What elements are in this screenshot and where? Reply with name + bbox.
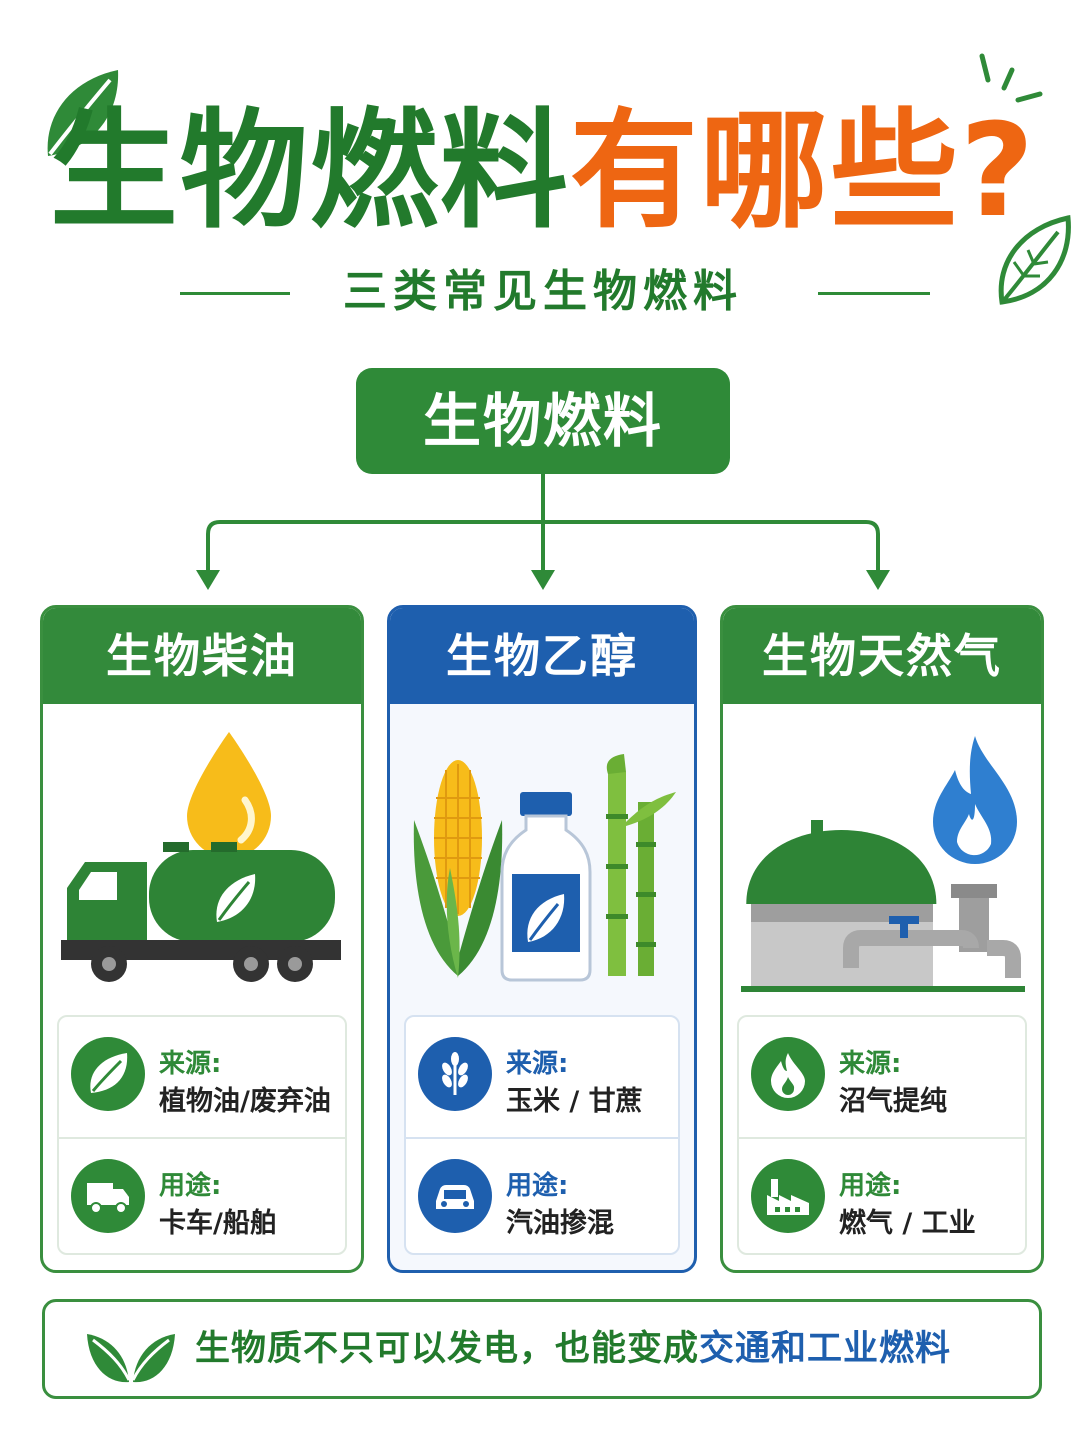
card-title: 生物柴油 [43, 608, 361, 704]
oil-drop-icon [187, 732, 271, 858]
title-accent: 有哪些? [569, 97, 1037, 246]
card-title: 生物天然气 [723, 608, 1041, 704]
biogas-digester-icon [741, 820, 1025, 992]
use-row: 用途: 燃气 / 工业 [739, 1137, 1025, 1257]
sparkle-icon [979, 53, 1043, 103]
page-title: 生物燃料有哪些? [0, 92, 1086, 252]
bottom-banner: 生物质不只可以发电，也能变成交通和工业燃料 [42, 1299, 1042, 1399]
use-label: 用途: [159, 1171, 222, 1201]
banner-text-main: 生物质不只可以发电，也能变成 [195, 1329, 700, 1369]
bottle-icon [500, 792, 592, 982]
leaf-badge [71, 1037, 145, 1111]
use-label: 用途: [839, 1171, 902, 1201]
tanker-truck-icon [61, 842, 341, 982]
subtitle-line-right [818, 292, 930, 295]
info-panel: 来源: 植物油/废弃油 用途: 卡车/船舶 [57, 1015, 347, 1255]
leaf-outline-icon [998, 214, 1071, 305]
source-row: 来源: 玉米 / 甘蔗 [406, 1017, 678, 1135]
leaf-icon [47, 70, 119, 156]
source-row: 来源: 植物油/废弃油 [59, 1017, 345, 1135]
source-label: 来源: [159, 1049, 222, 1079]
source-value: 植物油/废弃油 [159, 1086, 331, 1117]
info-panel: 来源: 玉米 / 甘蔗 用途: 汽油掺混 [404, 1015, 680, 1255]
root-node: 生物燃料 [356, 368, 730, 474]
factory-icon [767, 1179, 809, 1215]
source-label: 来源: [506, 1049, 569, 1079]
card-biodiesel: 生物柴油 来源: 植物油/废弃油 [40, 605, 364, 1273]
flame-icon [771, 1053, 805, 1098]
title-main: 生物燃料 [49, 97, 570, 246]
source-row: 来源: 沼气提纯 [739, 1017, 1025, 1135]
use-row: 用途: 汽油掺混 [406, 1137, 678, 1257]
factory-badge [751, 1159, 825, 1233]
car-badge [418, 1159, 492, 1233]
wheat-badge [418, 1037, 492, 1111]
use-value: 卡车/船舶 [159, 1208, 277, 1239]
connector-arrows [196, 474, 890, 590]
source-value: 沼气提纯 [839, 1086, 947, 1117]
use-value: 燃气 / 工业 [839, 1208, 976, 1239]
corn-icon [413, 760, 503, 978]
sprout-icon [87, 1334, 175, 1383]
leaf-icon [90, 1053, 128, 1093]
use-row: 用途: 卡车/船舶 [59, 1137, 345, 1257]
wheat-icon [442, 1052, 468, 1095]
card-title: 生物乙醇 [390, 608, 694, 704]
truck-badge [71, 1159, 145, 1233]
info-panel: 来源: 沼气提纯 用途: 燃气 / 工业 [737, 1015, 1027, 1255]
use-label: 用途: [506, 1171, 569, 1201]
banner-text-accent: 交通和工业燃料 [699, 1329, 952, 1369]
subtitle: 三类常见生物燃料 [343, 266, 743, 317]
banner-text: 生物质不只可以发电，也能变成交通和工业燃料 [195, 1302, 951, 1396]
flame-badge [751, 1037, 825, 1111]
card-bioethanol: 生物乙醇 [387, 605, 697, 1273]
truck-icon [87, 1183, 129, 1214]
subtitle-line-left [180, 292, 290, 295]
source-value: 玉米 / 甘蔗 [506, 1086, 643, 1117]
flame-icon [933, 736, 1017, 864]
source-label: 来源: [839, 1049, 902, 1079]
use-value: 汽油掺混 [506, 1208, 614, 1239]
car-icon [436, 1185, 474, 1209]
card-biogas: 生物天然气 来源: 沼气提纯 [720, 605, 1044, 1273]
sugarcane-icon [606, 754, 676, 976]
